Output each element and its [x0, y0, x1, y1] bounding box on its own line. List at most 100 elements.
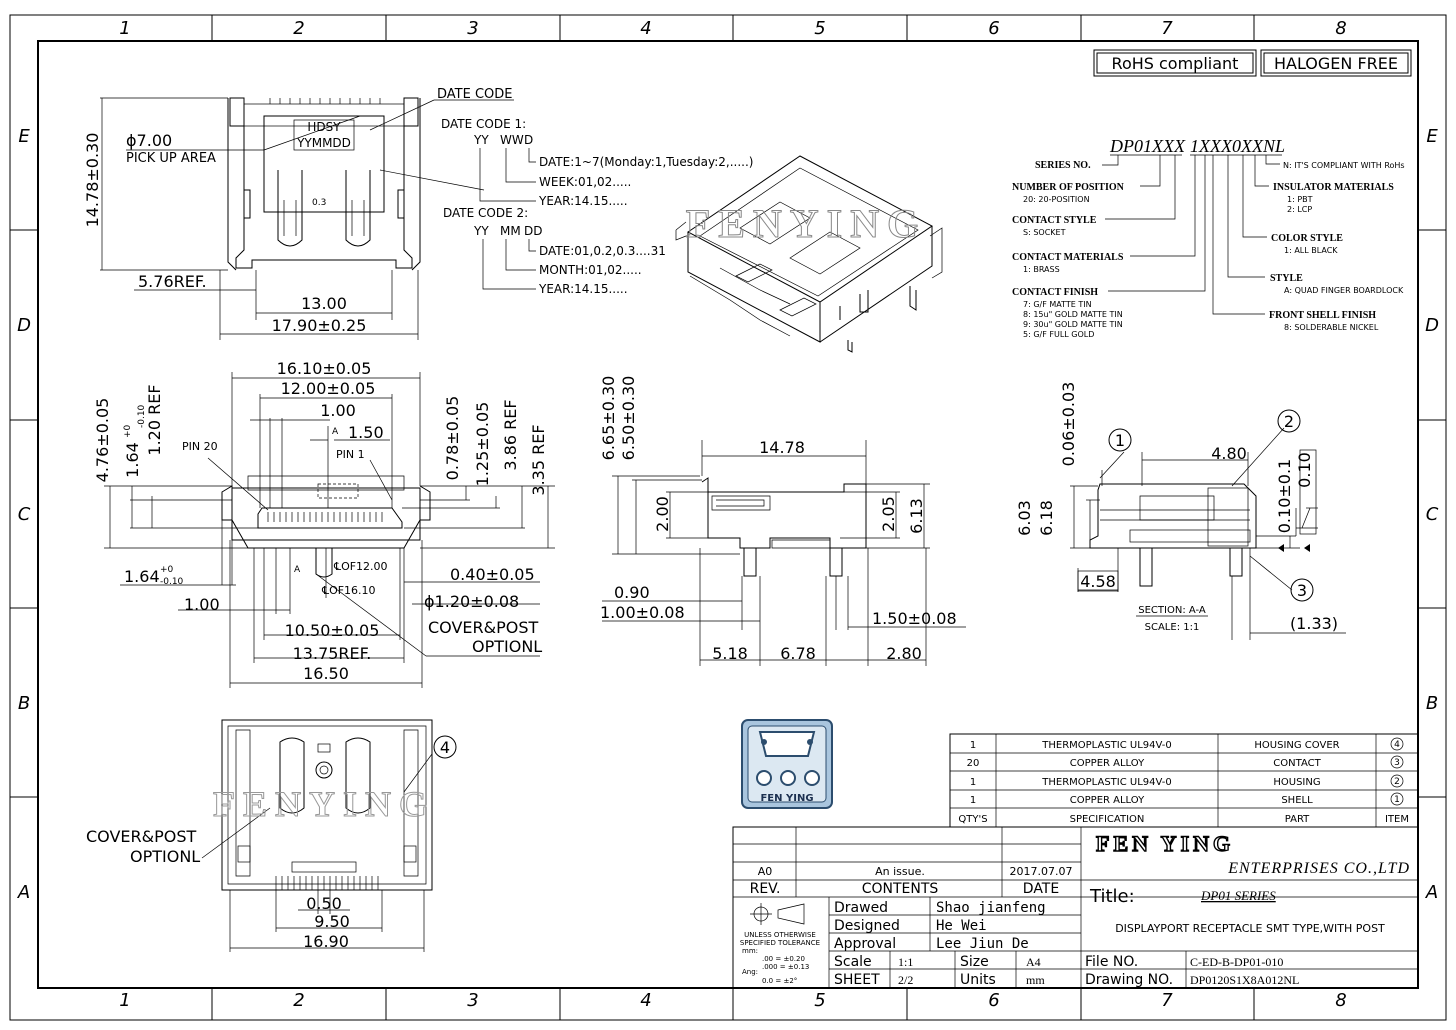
pn-rohs: N: IT'S COMPLIANT WITH RoHs [1283, 161, 1405, 170]
fv-a-mark: A [332, 427, 339, 437]
row-label-c: C [18, 504, 31, 525]
tb-drawing: DP0120S1X8A012NL [1190, 973, 1299, 987]
fv-v2-sub: -0.10 [137, 404, 147, 428]
sec-w458: 4.58 [1080, 572, 1116, 591]
row-label-d-right: D [1425, 315, 1439, 336]
col-label-2: 2 [293, 18, 304, 39]
sv-d678: 6.78 [780, 644, 816, 663]
col-label-6-bottom: 6 [988, 990, 999, 1011]
fv-v2-sup: +0 [123, 424, 133, 438]
bv-option: OPTIONL [130, 847, 200, 866]
sv-w: 14.78 [759, 438, 805, 457]
pickup-label: PICK UP AREA [126, 151, 216, 166]
section-view: 1 2 3 0.06±0.03 6.03 6.18 4.80 4.58 (1.3… [1015, 382, 1346, 640]
fv-left-dim-sup: +0 [160, 565, 174, 575]
row-label-a-right: A [1425, 882, 1438, 903]
row-label-d: D [17, 315, 31, 336]
sec-tol2: 0.10 [1295, 452, 1314, 488]
bom-spec-1: THERMOPLASTIC UL94V-0 [1041, 740, 1171, 751]
pn-color-sub: 1: ALL BLACK [1284, 246, 1338, 255]
col-label-8-bottom: 8 [1335, 990, 1346, 1011]
tb-tol-title2: SPECIFIED TOLERANCE [740, 939, 820, 947]
fv-r4: 3.35 REF [529, 424, 548, 495]
tb-scale-l: Scale [834, 954, 872, 970]
fv-d1050: 10.50±0.05 [285, 621, 380, 640]
halogen-badge: HALOGEN FREE [1274, 54, 1398, 73]
date-code1-year: YEAR:14.15..... [538, 194, 628, 208]
bom-h-part: PART [1285, 814, 1310, 825]
bom-item-4: 1 [1394, 795, 1400, 805]
rohs-badge: RoHS compliant [1112, 54, 1239, 73]
outer-frame [9, 14, 1447, 1021]
pn-contact-materials: CONTACT MATERIALS [1012, 252, 1124, 263]
tb-scale: 1:1 [898, 955, 913, 969]
bom-table: 1 THERMOPLASTIC UL94V-0 HOUSING COVER 20… [949, 733, 1419, 828]
bom-part-3: HOUSING [1273, 777, 1320, 788]
pn-position: NUMBER OF POSITION [1012, 182, 1125, 193]
title-block: A0 An issue. 2017.07.07 REV. CONTENTS DA… [732, 826, 1419, 989]
tb-designed-l: Designed [834, 918, 900, 934]
tb-title-label: Title: [1089, 886, 1135, 907]
sv-d613: 6.13 [907, 498, 926, 534]
col-label-5-bottom: 5 [814, 990, 825, 1011]
col-label-6: 6 [988, 18, 999, 39]
pn-contact-materials-sub: 1: BRASS [1023, 265, 1060, 274]
tb-tol-mm: mm: [742, 947, 758, 955]
sv-d205: 2.05 [879, 496, 898, 532]
fv-w1: 16.10±0.05 [277, 359, 372, 378]
width-inner: 13.00 [301, 294, 347, 313]
tb-file: C-ED-B-DP01-010 [1190, 955, 1283, 969]
tb-units: mm [1026, 973, 1045, 987]
tb-rev: A0 [758, 865, 773, 878]
sec-balloon-1: 1 [1115, 431, 1125, 450]
fv-pin20: PIN 20 [182, 440, 218, 453]
date-code-title: DATE CODE [437, 87, 513, 102]
compliance-badges: RoHS compliant HALOGEN FREE [1093, 49, 1412, 77]
isometric-view: FENYING [675, 155, 943, 353]
sec-v1: 0.06±0.03 [1059, 382, 1078, 467]
pn-contact-style: CONTACT STYLE [1012, 215, 1097, 226]
bom-h-spec: SPECIFICATION [1070, 814, 1145, 825]
bom-h-item: ITEM [1385, 814, 1409, 825]
top-view: HDSY YYMMDD 0.3 14.78±0.30 ϕ7.00 PICK UP… [83, 87, 514, 340]
sec-v618: 6.18 [1037, 500, 1056, 536]
watermark-iso: FENYING [686, 201, 926, 246]
tb-company-sub: ENTERPRISES CO.,LTD [1227, 860, 1410, 877]
tb-size-l: Size [960, 954, 989, 970]
fv-d120: ϕ1.20±0.08 [424, 592, 519, 611]
tb-file-l: File NO. [1085, 954, 1138, 970]
pn-insulator: INSULATOR MATERIALS [1273, 182, 1394, 193]
bom-qty-1: 1 [970, 740, 976, 751]
fv-r2: 1.25±0.05 [473, 402, 492, 487]
bom-part-2: CONTACT [1273, 758, 1321, 769]
fv-w3: 1.00 [320, 401, 356, 420]
col-label-7: 7 [1161, 18, 1173, 39]
date-code2-month: MONTH:01,02..... [539, 263, 642, 277]
col-label-8: 8 [1335, 18, 1346, 39]
tb-h-contents: CONTENTS [862, 881, 939, 897]
date-code2-dd: DD [524, 224, 542, 238]
front-view: 16.10±0.05 12.00±0.05 1.00 1.50 4.76±0.0… [93, 359, 555, 688]
small-dim-03: 0.3 [312, 198, 326, 208]
fv-d100: 1.00 [184, 595, 220, 614]
sv-d100: 1.00±0.08 [600, 603, 685, 622]
bottom-view: 4 0.50 9.50 16.90 COVER&POST OPTIONL FEN… [86, 719, 457, 952]
tb-drawing-l: Drawing NO. [1085, 972, 1173, 988]
grid-ticks [10, 15, 1446, 1020]
fv-v1: 4.76±0.05 [93, 398, 112, 483]
col-label-5: 5 [814, 18, 825, 39]
fv-left-dim: 1.64 [124, 567, 160, 586]
row-label-c-right: C [1426, 504, 1439, 525]
pn-shell-sub: 8: SOLDERABLE NICKEL [1284, 323, 1379, 332]
sec-v603: 6.03 [1015, 500, 1034, 536]
tb-tol-ang: 0.0 = ±2° [762, 977, 797, 985]
sv-h1: 6.65±0.30 [599, 376, 618, 461]
sv-d200: 2.00 [653, 496, 672, 532]
pn-contact-style-sub: S: SOCKET [1023, 228, 1066, 237]
bv-balloon-4: 4 [440, 738, 450, 757]
bv-d950: 9.50 [314, 912, 350, 931]
date-code1-ww: WW [500, 133, 524, 147]
bom-item-3: 2 [1394, 777, 1400, 787]
bom-qty-3: 1 [970, 777, 976, 788]
